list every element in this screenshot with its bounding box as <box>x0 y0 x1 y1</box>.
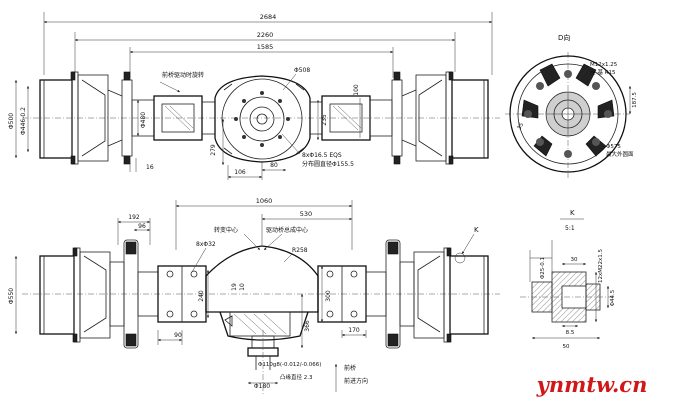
dim-235: 235 <box>321 114 328 126</box>
k-title: K <box>570 209 575 217</box>
dim-446: Φ446-0.2 <box>20 107 27 135</box>
d-label-2: 座-基 R15 <box>590 68 616 76</box>
right-hub-bottom <box>385 239 489 349</box>
dim-10: 10 <box>239 283 246 291</box>
k-dim-50: 50 <box>563 344 570 350</box>
bottom-view: 1060 530 192 96 <box>8 197 500 395</box>
d-dim-187: 187.5 <box>632 92 638 108</box>
k-thread: 12xM22x1.5 <box>598 249 604 283</box>
k-dim-85: 8.5 <box>566 330 575 336</box>
d-view-bolt-ring <box>524 70 612 158</box>
dim-1585: 1585 <box>257 43 274 51</box>
d-dim-575: Φ575 <box>606 144 621 150</box>
dim-550: Φ550 <box>8 288 15 304</box>
rotation-note: 前桥驱动时旋转 <box>162 71 204 79</box>
label-rotation-center: 转变中心 <box>214 226 238 234</box>
dim-106: 106 <box>234 169 246 176</box>
dim-279: 279 <box>210 144 217 156</box>
label-drive-center: 驱动桥总成中心 <box>266 226 308 234</box>
dim-1060: 1060 <box>256 197 273 205</box>
watermark: ynmtw.cn <box>536 372 648 397</box>
k-view: K 5:1 Φ25-0.1 30 12xM22x1.5 Φ44.5 8.5 50 <box>520 209 616 350</box>
right-hub-top <box>391 71 489 165</box>
label-direction: 前进方向 <box>344 377 368 385</box>
top-view: 2684 2260 1585 <box>8 12 500 180</box>
dim-530: 530 <box>300 210 312 218</box>
top-dim-lines <box>43 12 493 78</box>
k-dim-30: 30 <box>571 257 578 263</box>
k-dim-44: Φ44.5 <box>610 289 616 306</box>
dim-2684: 2684 <box>260 13 277 21</box>
bolt-note-2: 分布圆直径Φ155.5 <box>302 160 354 168</box>
dim-19: 19 <box>231 283 238 291</box>
k-dim-25: Φ25-0.1 <box>540 257 546 279</box>
differential-bottom <box>205 245 319 395</box>
shaft-tol: Φ110g8(-0.012/-0.066) <box>258 362 321 368</box>
dim-366: 366 <box>304 320 311 332</box>
dim-170: 170 <box>348 327 360 334</box>
dim-258: R258 <box>292 247 308 254</box>
dim-100: 100 <box>353 84 360 96</box>
d-label-3: 最大外圆面 <box>606 150 634 158</box>
dim-192: 192 <box>128 214 140 221</box>
differential-top <box>214 75 311 163</box>
dim-180: Φ180 <box>254 383 270 390</box>
dim-80: 80 <box>270 162 278 169</box>
dim-508: Φ508 <box>294 67 310 74</box>
label-front: 前桥 <box>344 364 356 372</box>
dim-240: 240 <box>198 290 205 302</box>
d-view-title: D向 <box>558 33 570 42</box>
dim-16: 16 <box>146 164 154 171</box>
dim-300: 300 <box>325 290 332 302</box>
d-dim-35: 35 <box>517 122 526 131</box>
callout-k: K <box>474 226 479 234</box>
label-flange: 凸缘直径 2.3 <box>280 373 313 381</box>
dim-96: 96 <box>138 223 146 230</box>
right-axle-tube-top <box>310 95 393 141</box>
dim-480: Φ480 <box>140 112 147 128</box>
dim-500: Φ500 <box>8 113 15 129</box>
left-axle-tube-top <box>131 95 215 141</box>
bolt-note-1: 8xΦ16.5 EQS <box>302 152 342 159</box>
holes-label: 8xΦ32 <box>196 241 216 248</box>
d-view: D向 M12x1.25 座-基 R15 187.5 35 Φ575 最大外圆面 <box>505 33 638 178</box>
dim-2260: 2260 <box>257 31 274 39</box>
dim-90: 90 <box>174 332 182 339</box>
k-scale: 5:1 <box>565 225 575 232</box>
bottom-dim-lines <box>117 200 353 250</box>
d-thread: M12x1.25 <box>590 62 618 68</box>
